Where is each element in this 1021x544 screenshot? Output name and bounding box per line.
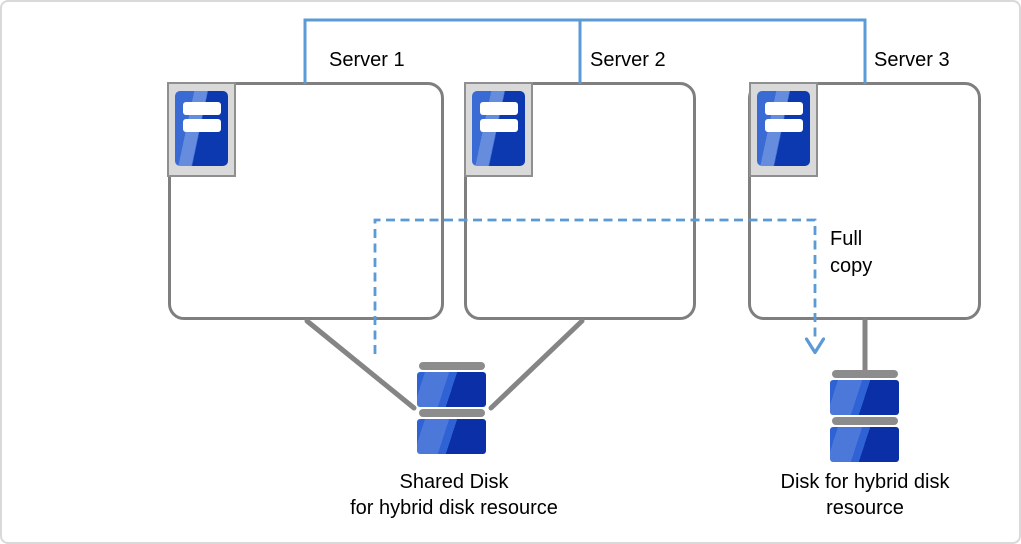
shared-disk-label-line2: for hybrid disk resource xyxy=(350,497,558,519)
disk-cap xyxy=(418,409,485,417)
server-tower-icon xyxy=(175,91,228,166)
shared-disk-label: Shared Disk for hybrid disk resource xyxy=(334,469,574,521)
server-slot-icon xyxy=(182,119,221,132)
server-slot-icon xyxy=(479,119,518,132)
disk-body xyxy=(417,372,486,407)
server-slot-icon xyxy=(479,102,518,115)
disk-body xyxy=(830,380,899,415)
disk-body xyxy=(830,427,899,462)
full-copy-line1: Full xyxy=(830,228,863,250)
server2-label: Server 2 xyxy=(590,49,666,71)
server-tower-icon xyxy=(472,91,525,166)
server2-shared-disk-connector xyxy=(488,318,585,411)
disk-body xyxy=(417,419,486,454)
server3-label: Server 3 xyxy=(874,49,950,71)
server1-label: Server 1 xyxy=(329,49,405,71)
shared-disk-icon xyxy=(417,362,486,456)
server1-server-icon xyxy=(167,82,236,177)
shared-disk-label-line1: Shared Disk xyxy=(399,471,509,493)
server2-server-icon xyxy=(464,82,533,177)
server-slot-icon xyxy=(764,102,803,115)
server1-shared-disk-connector xyxy=(304,318,417,411)
server-slot-icon xyxy=(764,119,803,132)
disk-cap xyxy=(831,370,898,378)
disk-cap xyxy=(418,362,485,370)
server-slot-icon xyxy=(182,102,221,115)
full-copy-arrowhead-icon xyxy=(804,337,826,355)
server3-server-icon xyxy=(749,82,818,177)
full-copy-label: Full copy xyxy=(830,226,872,280)
hybrid-disk-icon xyxy=(830,370,899,464)
server-tower-icon xyxy=(757,91,810,166)
full-copy-line2: copy xyxy=(830,255,873,277)
disk-cap xyxy=(831,417,898,425)
hybrid-disk-label: Disk for hybrid disk resource xyxy=(780,471,950,519)
